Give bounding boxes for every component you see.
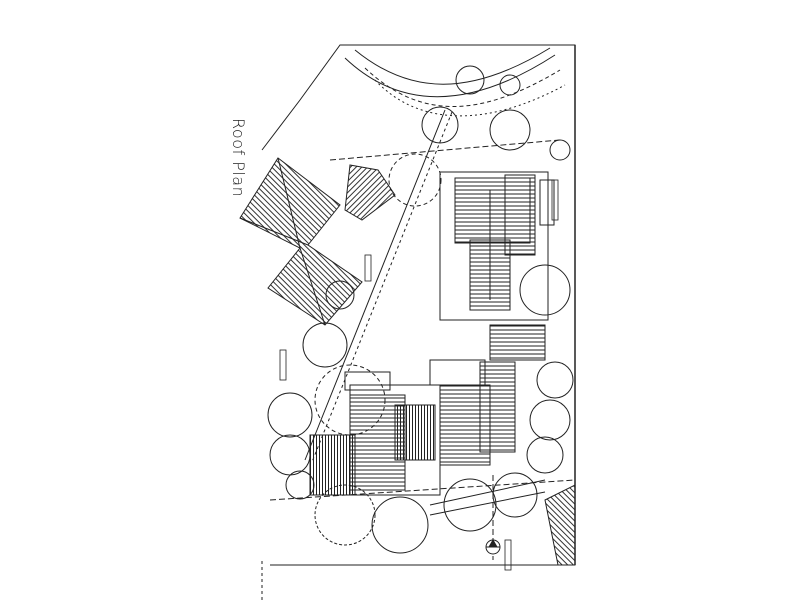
- section-arrow-icon: [485, 538, 501, 555]
- boundary-diagonal: [269, 109, 576, 501]
- lane: [429, 475, 546, 560]
- neighbour-roof: [239, 157, 396, 326]
- neighbour-roof-bottom: [544, 484, 576, 566]
- lower-building: [309, 324, 546, 496]
- tree-canopies: [267, 65, 574, 554]
- annotation-marks: [279, 70, 576, 571]
- road-curve: [344, 47, 566, 117]
- upper-building: [439, 171, 555, 321]
- site-boundary: [261, 44, 576, 600]
- drawing-title: Roof Plan: [229, 118, 248, 198]
